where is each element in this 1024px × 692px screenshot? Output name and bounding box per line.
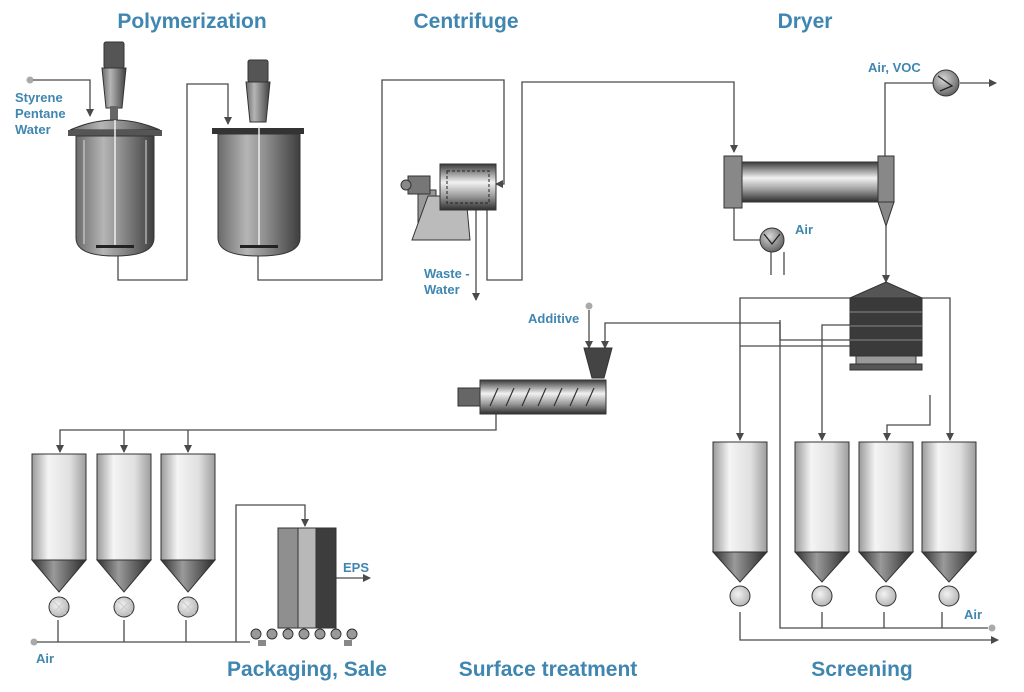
title-polymerization: Polymerization bbox=[117, 10, 266, 33]
label-dryer-air: Air bbox=[795, 222, 813, 237]
reactor-to-centrifuge-pipe bbox=[257, 79, 505, 281]
air-inlet-node-right bbox=[988, 624, 996, 632]
label-air-voc: Air, VOC bbox=[868, 60, 921, 75]
pipes bbox=[26, 76, 999, 646]
title-centrifuge: Centrifuge bbox=[414, 10, 519, 33]
silo-drop-right bbox=[821, 612, 943, 628]
title-screening: Screening bbox=[811, 658, 913, 681]
centrifuge-to-dryer-pipe bbox=[486, 81, 738, 281]
surface-to-silos-pipe bbox=[56, 414, 497, 453]
silo-left-1 bbox=[30, 453, 88, 618]
screener-out-3 bbox=[883, 395, 931, 441]
reactor-1 bbox=[68, 41, 162, 257]
label-air-right: Air bbox=[964, 607, 982, 622]
centrifuge bbox=[400, 163, 497, 241]
air-heater bbox=[759, 227, 785, 253]
air-inlet-node-left bbox=[30, 638, 38, 646]
screener-out-2 bbox=[818, 324, 850, 441]
screening-to-surface-pipe bbox=[601, 322, 850, 349]
label-input-styrene: Styrene bbox=[15, 90, 63, 105]
silo-left-3 bbox=[159, 453, 217, 618]
screener-out-1 bbox=[736, 297, 850, 441]
exhaust-fan bbox=[932, 69, 960, 97]
conveyor-rollers bbox=[250, 628, 358, 646]
title-packaging: Packaging, Sale bbox=[227, 658, 387, 681]
storage-silos-left bbox=[30, 453, 217, 618]
label-additive: Additive bbox=[528, 311, 579, 326]
packaging-feed-pipe bbox=[235, 504, 309, 642]
title-surface-treatment: Surface treatment bbox=[459, 658, 638, 681]
silo-right-4 bbox=[920, 441, 978, 607]
dryer bbox=[723, 155, 895, 228]
reactor-2 bbox=[212, 59, 304, 257]
silo-right-3 bbox=[857, 441, 915, 607]
reactor-link-pipe bbox=[117, 83, 232, 281]
air-line-right bbox=[779, 320, 988, 629]
silo-drop-1 bbox=[57, 620, 187, 642]
label-waste: Waste - bbox=[424, 266, 470, 281]
label-water: Water bbox=[424, 282, 460, 297]
additive-inlet-node bbox=[585, 302, 593, 310]
label-input-pentane: Pentane bbox=[15, 106, 66, 121]
dryer-air-pipe-2 bbox=[770, 252, 785, 275]
feed-pipe bbox=[33, 79, 94, 117]
silo-right-1 bbox=[711, 441, 769, 607]
packaging-unit bbox=[250, 527, 358, 646]
title-dryer: Dryer bbox=[778, 10, 833, 33]
label-eps: EPS bbox=[343, 560, 369, 575]
label-input-water: Water bbox=[15, 122, 51, 137]
screener bbox=[849, 281, 923, 371]
dryer-air-pipe bbox=[733, 208, 760, 241]
screener-out-4 bbox=[920, 297, 954, 441]
feed-inlet-node bbox=[26, 76, 34, 84]
outlet-line-right bbox=[739, 612, 999, 644]
silo-left-2 bbox=[95, 453, 153, 618]
screw-mixer bbox=[457, 347, 613, 415]
silo-right-2 bbox=[793, 441, 851, 607]
storage-silos-right bbox=[711, 441, 978, 607]
label-air-left: Air bbox=[36, 651, 54, 666]
voc-exhaust-pipe bbox=[884, 82, 933, 158]
